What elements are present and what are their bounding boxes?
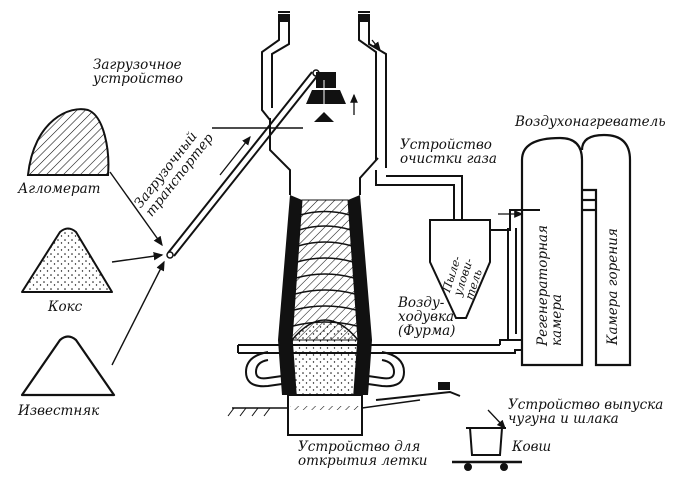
label-air-heater: Воздухонагреватель (515, 115, 666, 129)
label-ladle: Ковш (512, 440, 551, 454)
sinter-pile (28, 109, 108, 175)
coke-pile (22, 229, 112, 293)
furnace-top (270, 72, 378, 195)
gas-main (376, 170, 462, 220)
label-tuyere: Возду-ходувка(Фурма) (398, 296, 455, 339)
label-limestone: Известняк (18, 404, 99, 418)
limestone-pile (22, 337, 114, 396)
hot-blast-line (500, 228, 522, 353)
label-coke: Кокс (48, 300, 82, 314)
label-combustion: Камера горения (606, 228, 620, 345)
furnace-shaft (278, 195, 372, 395)
label-sinter: Агломерат (18, 182, 100, 196)
